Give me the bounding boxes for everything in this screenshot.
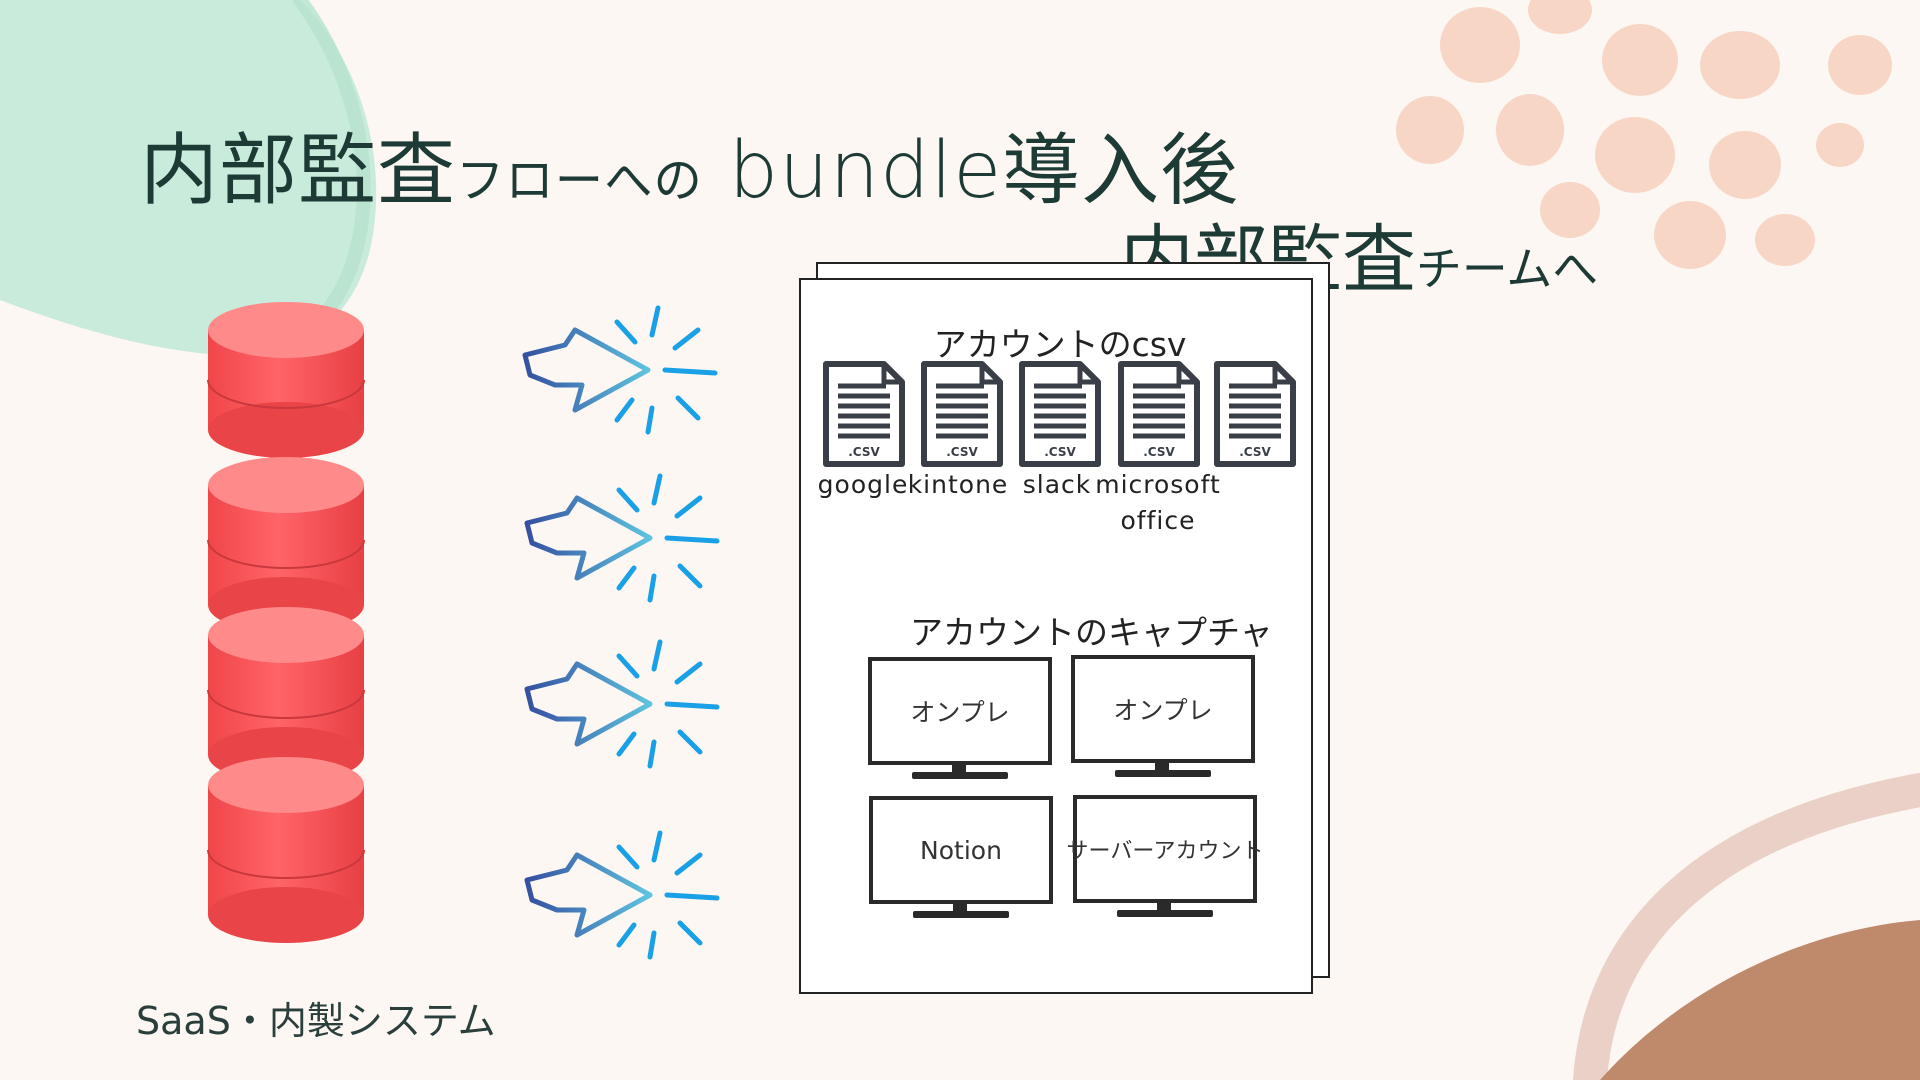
arrow-group [520, 300, 730, 980]
monitor-base [913, 911, 1009, 918]
csv-file-icon: .CSV [1214, 361, 1296, 467]
title-main-large: 内部監査 [140, 126, 457, 216]
svg-text:.CSV: .CSV [946, 445, 978, 459]
monitor-stand [953, 904, 967, 912]
click-arrow-icon [527, 833, 717, 957]
csv-file-icon: .CSV [1118, 361, 1200, 467]
capture-section-title: アカウントのキャプチャ [910, 613, 1273, 652]
capture-screen: Notion [869, 796, 1053, 926]
click-arrow-icon [525, 308, 715, 432]
source-label: SaaS・内製システム [136, 999, 496, 1043]
csv-file-label: kintone [907, 470, 1009, 499]
title-main-large2: bundle導入後 [702, 126, 1240, 216]
csv-section-title: アカウントのcsv [933, 325, 1187, 364]
capture-screen-label: サーバーアカウント [1067, 795, 1263, 903]
mint-blob [0, 0, 377, 356]
page-title: 内部監査フローへの bundle導入後 [140, 108, 1239, 220]
database-cylinder [207, 607, 365, 783]
capture-screen-label: オンプレ [868, 657, 1052, 765]
capture-screen: サーバーアカウント [1067, 795, 1263, 925]
brown-blob [1600, 920, 1920, 1080]
capture-screen: オンプレ [868, 657, 1052, 787]
capture-screen-label: Notion [869, 796, 1053, 904]
subtitle-small: チームへ [1416, 242, 1599, 296]
title-main-small: フローへの [456, 153, 703, 209]
csv-file-icon: .CSV [823, 361, 905, 467]
csv-file-label: microsoft office [1095, 470, 1221, 535]
csv-file-icon: .CSV [1019, 361, 1101, 467]
database-cylinder [207, 302, 365, 458]
pink-arc [1573, 773, 1920, 1080]
monitor-stand [1157, 903, 1171, 911]
svg-text:.CSV: .CSV [848, 445, 880, 459]
csv-file-label: google [817, 470, 909, 499]
csv-file-icon: .CSV [921, 361, 1003, 467]
peach-dots [1396, 0, 1892, 269]
monitor-base [912, 772, 1008, 779]
click-arrow-icon [527, 476, 717, 600]
click-arrow-icon [527, 642, 717, 766]
svg-text:.CSV: .CSV [1239, 445, 1271, 459]
monitor-stand [952, 765, 966, 773]
capture-screen: オンプレ [1071, 655, 1255, 785]
monitor-stand [1155, 763, 1169, 771]
capture-screen-label: オンプレ [1071, 655, 1255, 763]
database-stack-icon [207, 302, 365, 943]
database-cylinder [207, 757, 365, 943]
monitor-base [1117, 910, 1213, 917]
svg-text:.CSV: .CSV [1143, 445, 1175, 459]
csv-file-label: slack [1022, 470, 1092, 499]
monitor-base [1115, 770, 1211, 777]
svg-text:.CSV: .CSV [1044, 445, 1076, 459]
database-cylinder [207, 457, 365, 633]
